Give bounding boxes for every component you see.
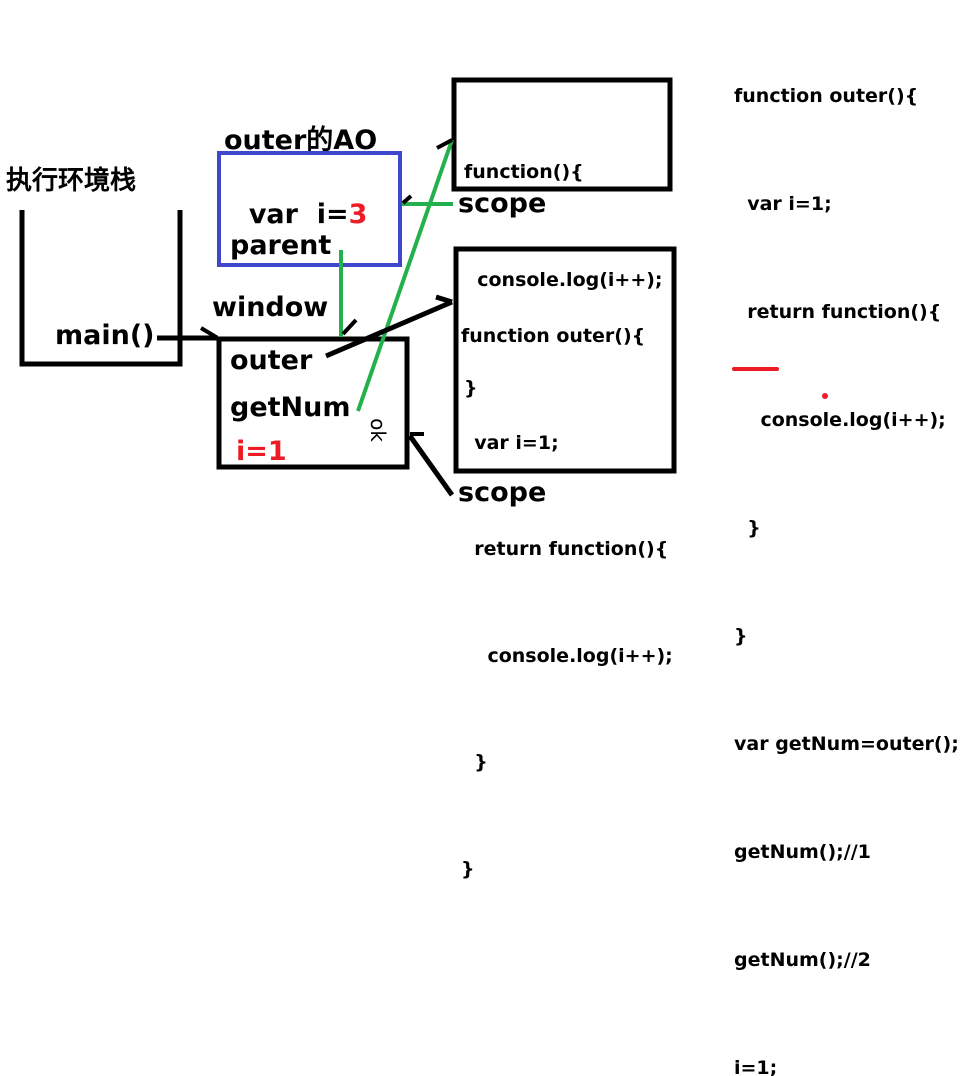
- code-line: console.log(i++);: [464, 269, 663, 291]
- code-line: var i=1;: [734, 193, 832, 215]
- outer-ref-arrowhead: [435, 294, 453, 305]
- code-line: function(){: [464, 161, 584, 183]
- parent-link-arrowhead: [341, 318, 358, 336]
- stack-frame-main: main(): [55, 320, 155, 351]
- code-line: }: [461, 857, 475, 880]
- inner-scope-arrowhead: [401, 194, 413, 205]
- outer-ao-var-row: var i=3: [230, 168, 368, 230]
- inner-function-code: function(){ console.log(i++); }: [464, 82, 663, 442]
- inner-scope-label: scope: [458, 188, 547, 219]
- code-line: var i=1;: [461, 431, 559, 454]
- code-line: getNum();//2: [734, 949, 871, 971]
- code-line: }: [734, 517, 761, 539]
- outer-ref-line: [325, 299, 453, 359]
- code-line-highlighted: i=1;: [734, 1057, 778, 1076]
- diagram-connectors: [19, 77, 828, 497]
- source-code: function outer(){ var i=1; return functi…: [734, 6, 959, 1076]
- code-line: getNum();//1: [734, 841, 871, 863]
- window-title: window: [212, 292, 329, 323]
- code-line: console.log(i++);: [734, 409, 946, 431]
- stack-title: 执行环境栈: [6, 166, 137, 196]
- code-line: var getNum=outer();: [734, 733, 959, 755]
- outer-ao-title: outer的AO: [224, 125, 378, 156]
- code-line: return function(){: [734, 301, 942, 323]
- code-line: }: [734, 625, 748, 647]
- code-line: }: [464, 377, 478, 399]
- code-line: function outer(){: [461, 325, 646, 347]
- inner-function-box: [451, 77, 673, 192]
- getnum-link-line: [356, 139, 454, 412]
- outer-function-code: function outer(){ var i=1; return functi…: [461, 248, 673, 923]
- outer-ao-box: [217, 151, 402, 267]
- window-item-outer: outer: [230, 345, 313, 376]
- window-item-getnum: getNum: [230, 392, 351, 423]
- code-line: }: [461, 751, 488, 773]
- inner-fn-arrowhead: [436, 138, 453, 150]
- code-line: function outer(){: [734, 85, 919, 107]
- outer-scope-line: [407, 434, 455, 497]
- code-line: console.log(i++);: [461, 644, 673, 667]
- red-dot: [822, 393, 828, 399]
- code-line: return function(){: [461, 538, 669, 560]
- ok-mark: ok: [365, 418, 390, 442]
- window-box: [216, 336, 410, 470]
- stack-container: [19, 210, 183, 367]
- outer-ao-var-label: var i=: [248, 199, 349, 230]
- outer-ao-var-value: 3: [348, 199, 368, 230]
- outer-scope-label: scope: [458, 477, 547, 508]
- outer-function-box: [453, 246, 677, 474]
- outer-ao-parent: parent: [230, 230, 332, 261]
- window-global-var: i=1: [236, 436, 287, 467]
- main-to-window-arrowhead: [199, 326, 218, 339]
